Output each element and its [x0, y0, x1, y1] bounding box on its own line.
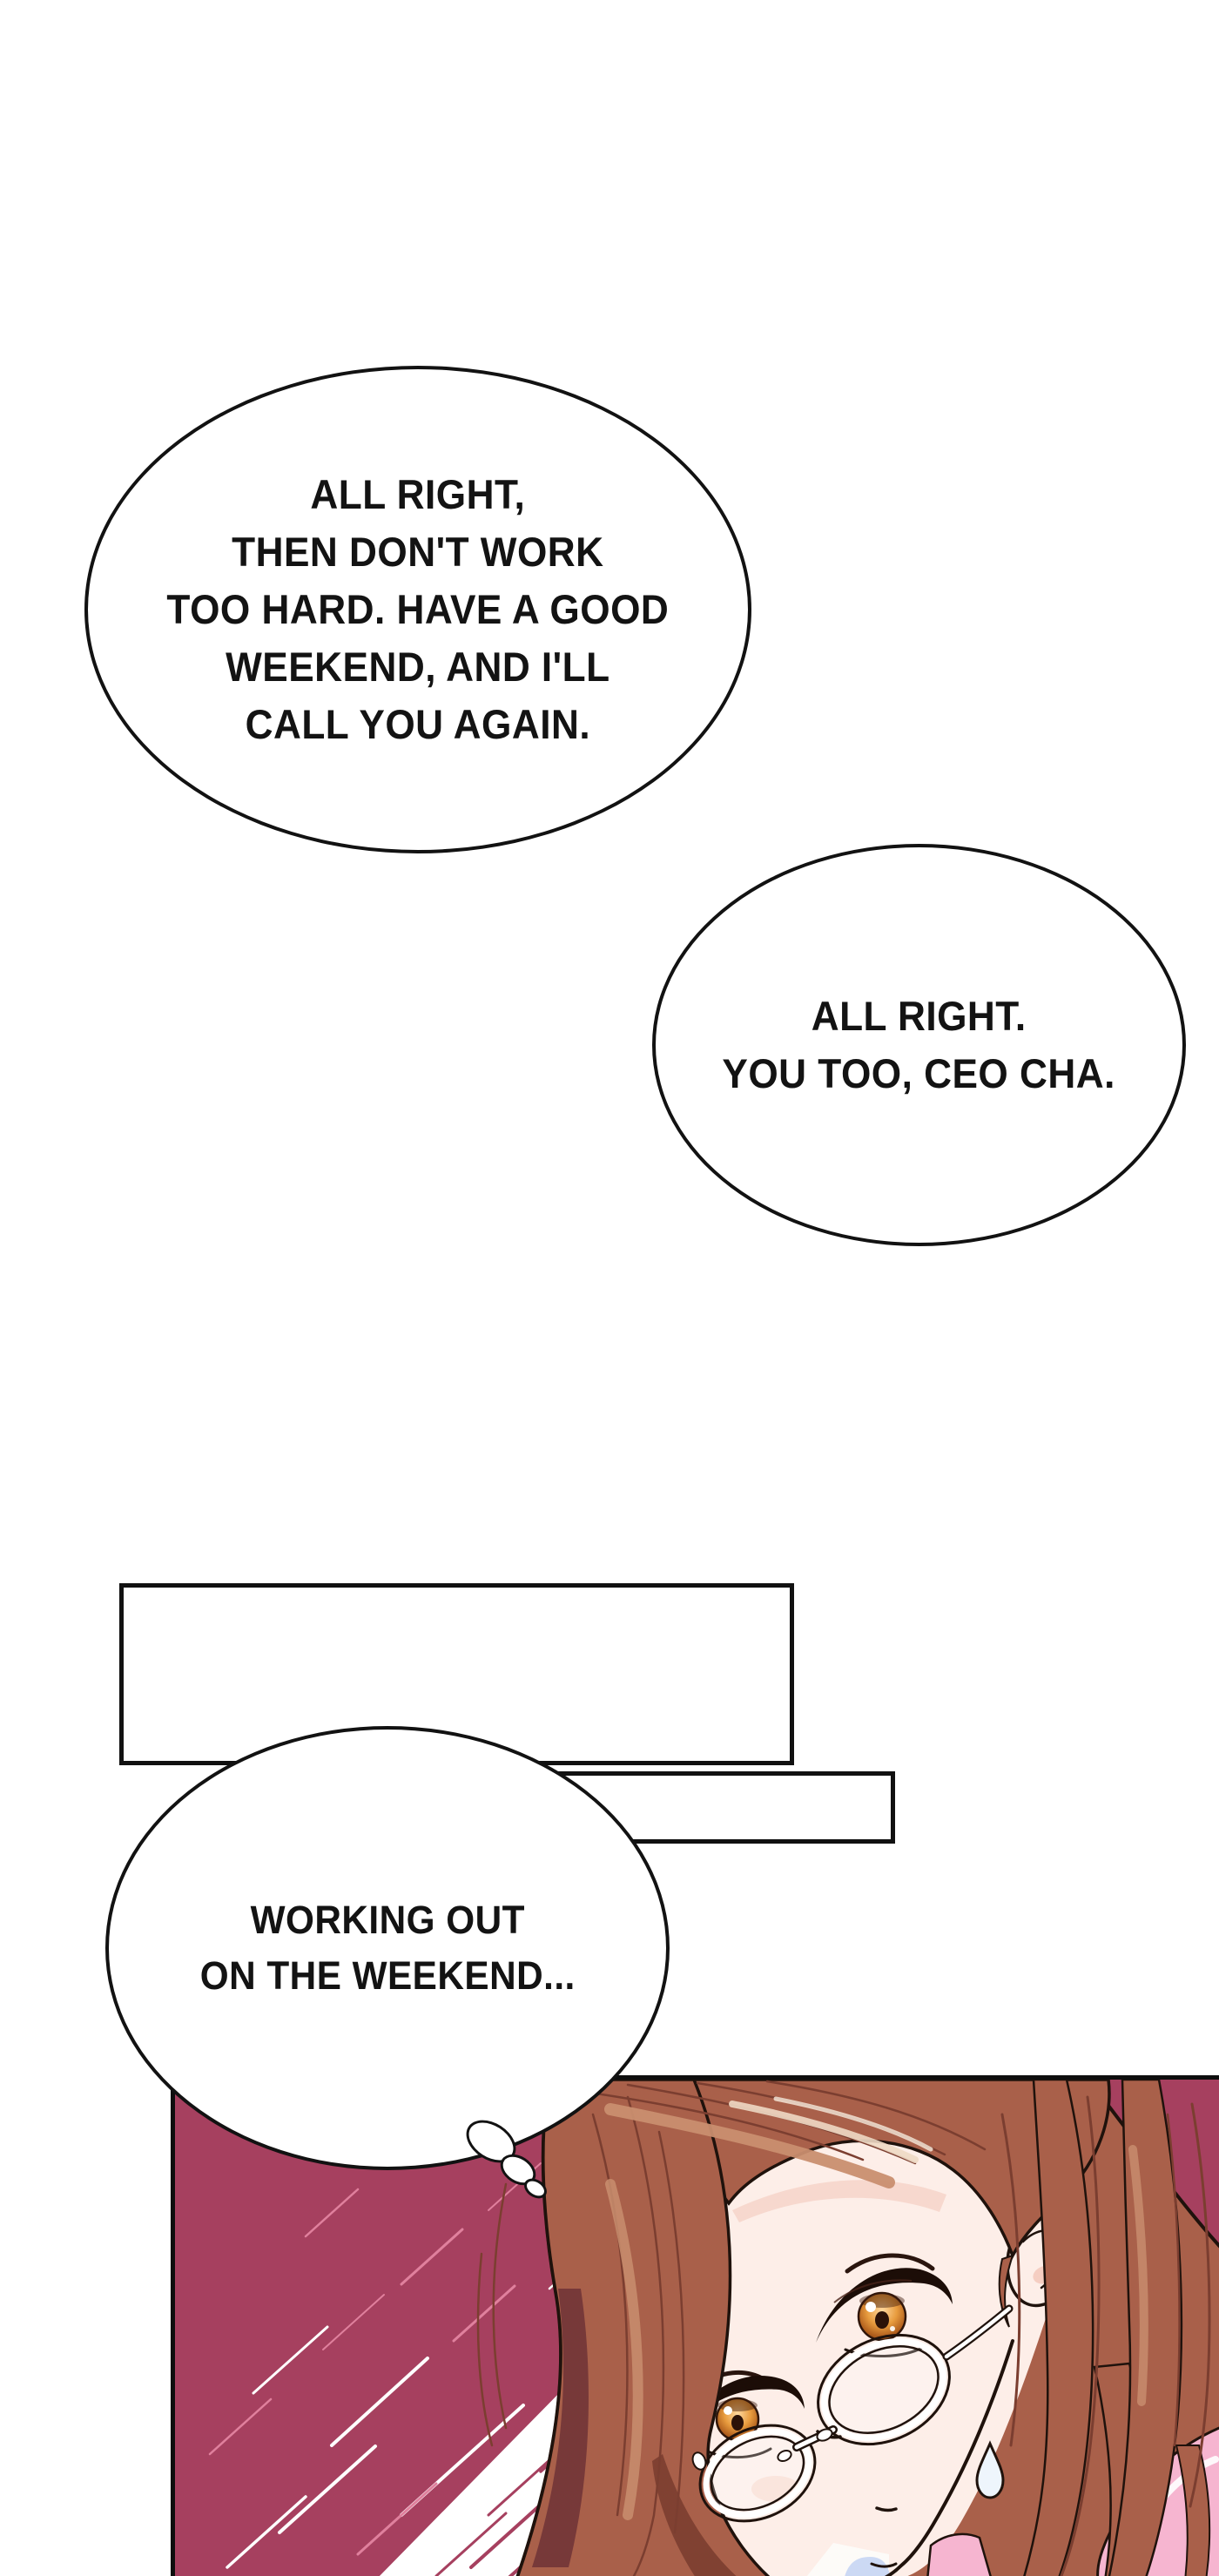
forehead-shadow: [732, 2180, 946, 2222]
hair-front: [476, 2080, 1211, 2576]
speech-line: ALL RIGHT.: [812, 993, 1027, 1039]
thought-line: ON THE WEEKEND...: [199, 1953, 576, 1998]
speech-bubble-2: ALL RIGHT. YOU TOO, CEO CHA.: [652, 844, 1186, 1246]
upper-lash-right: [816, 2268, 953, 2343]
speech-line: ALL RIGHT,: [310, 471, 526, 517]
speech-line: TOO HARD. HAVE A GOOD: [166, 586, 670, 632]
eyebrow-right: [845, 2253, 935, 2274]
pink-collar: [926, 2532, 992, 2576]
nose-pad: [777, 2449, 792, 2463]
jaw-line: [885, 2339, 1014, 2576]
blue-collar: [845, 2557, 891, 2576]
thought-bubble: WORKING OUT ON THE WEEKEND...: [105, 1726, 670, 2170]
speech-bubble-1: ALL RIGHT, THEN DON'T WORK TOO HARD. HAV…: [84, 366, 751, 853]
speech-bubble-2-text: ALL RIGHT. YOU TOO, CEO CHA.: [723, 988, 1115, 1103]
speech-bubble-1-text: ALL RIGHT, THEN DON'T WORK TOO HARD. HAV…: [167, 466, 670, 753]
speech-line: YOU TOO, CEO CHA.: [722, 1050, 1116, 1096]
sweat-drop: [975, 2440, 1005, 2499]
curtain-shadow: [532, 2289, 589, 2567]
character-illustration: [208, 2080, 1219, 2576]
art-panel: [171, 2075, 1219, 2576]
speech-line: WEEKEND, AND I'LL: [226, 644, 610, 690]
glasses-hinge: [691, 2451, 707, 2471]
thought-bubble-text: WORKING OUT ON THE WEEKEND...: [199, 1892, 575, 2004]
chin-line: [870, 2562, 898, 2568]
speech-line: THEN DON'T WORK: [232, 529, 604, 575]
mouth-line: [875, 2506, 898, 2512]
nose-pad: [816, 2428, 833, 2442]
thought-line: WORKING OUT: [250, 1898, 525, 1942]
glasses: [691, 2304, 1014, 2523]
speech-line: CALL YOU AGAIN.: [245, 701, 591, 747]
